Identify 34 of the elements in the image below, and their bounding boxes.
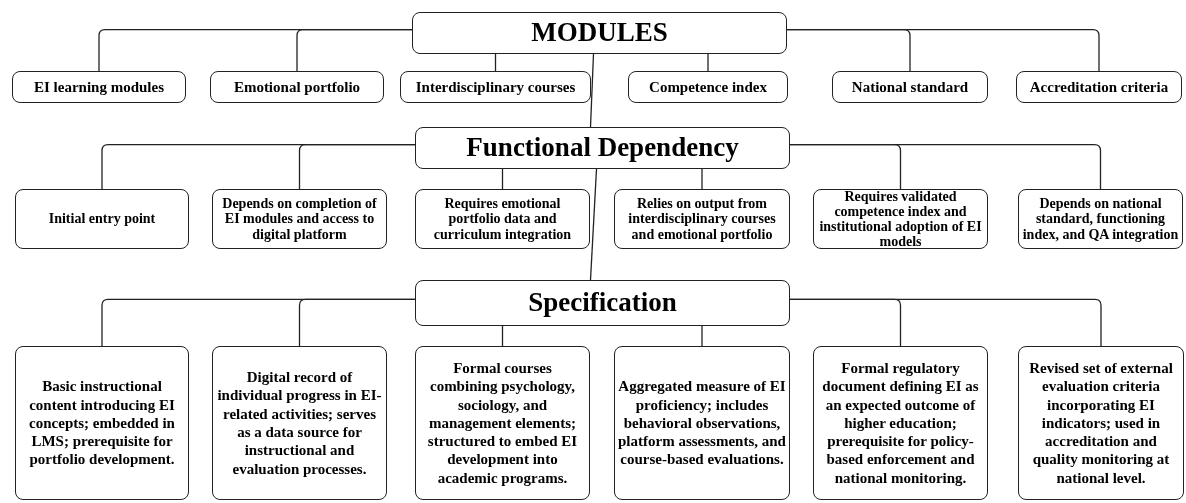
connector-line (701, 168, 703, 190)
specification-box: Basic instructional content introducing EI concepts; embedded in LMS; prerequisite for portfolio development. (15, 346, 189, 500)
specification-box: Revised set of external evaluation criteria incorporating EI indicators; used in accreditation and quality monitoring at national level. (1018, 346, 1184, 500)
specification-box: Formal courses combining psychology, sociology, and management elements; structured to embed EI development into academic programs. (415, 346, 590, 500)
dependency-box: Requires validated competence index and institutional adoption of EI models (813, 189, 988, 249)
heading-box: Specification (415, 280, 790, 326)
module-box: Interdisciplinary courses (400, 71, 591, 103)
connector-line (789, 144, 1102, 190)
connector-line (501, 168, 504, 190)
module-box: Competence index (628, 71, 788, 103)
connector-line (589, 168, 598, 281)
dependency-box: Requires emotional portfolio data and curriculum integration (415, 189, 590, 249)
module-box: Accreditation criteria (1016, 71, 1182, 103)
specification-box: Formal regulatory document defining EI as an expected outcome of higher education; prerequisite for policy-based enforcement and national monitoring. (813, 346, 988, 500)
connector-line (707, 53, 709, 72)
connector-line (789, 298, 1102, 347)
connector-line (298, 144, 416, 190)
connector-line (589, 53, 595, 128)
heading-box: Functional Dependency (415, 127, 790, 169)
connector-line (701, 325, 703, 347)
heading-box: MODULES (412, 12, 787, 54)
specification-box: Digital record of individual progress in EI-related activities; serves as a data source for instructional and evaluation processes. (212, 346, 387, 500)
dependency-box: Initial entry point (15, 189, 189, 249)
module-box: Emotional portfolio (210, 71, 384, 103)
dependency-box: Depends on completion of EI modules and access to digital platform (212, 189, 387, 249)
connector-line (786, 29, 1100, 72)
module-box: National standard (832, 71, 988, 103)
module-box: EI learning modules (12, 71, 186, 103)
dependency-box: Depends on national standard, functioning index, and QA integration (1018, 189, 1183, 249)
connector-line (501, 325, 504, 347)
specification-box: Aggregated measure of EI proficiency; includes behavioral observations, platform assessments, and course-based evaluations. (614, 346, 790, 500)
connector-line (298, 298, 416, 347)
connector-line (296, 29, 413, 72)
dependency-box: Relies on output from interdisciplinary courses and emotional portfolio (614, 189, 790, 249)
